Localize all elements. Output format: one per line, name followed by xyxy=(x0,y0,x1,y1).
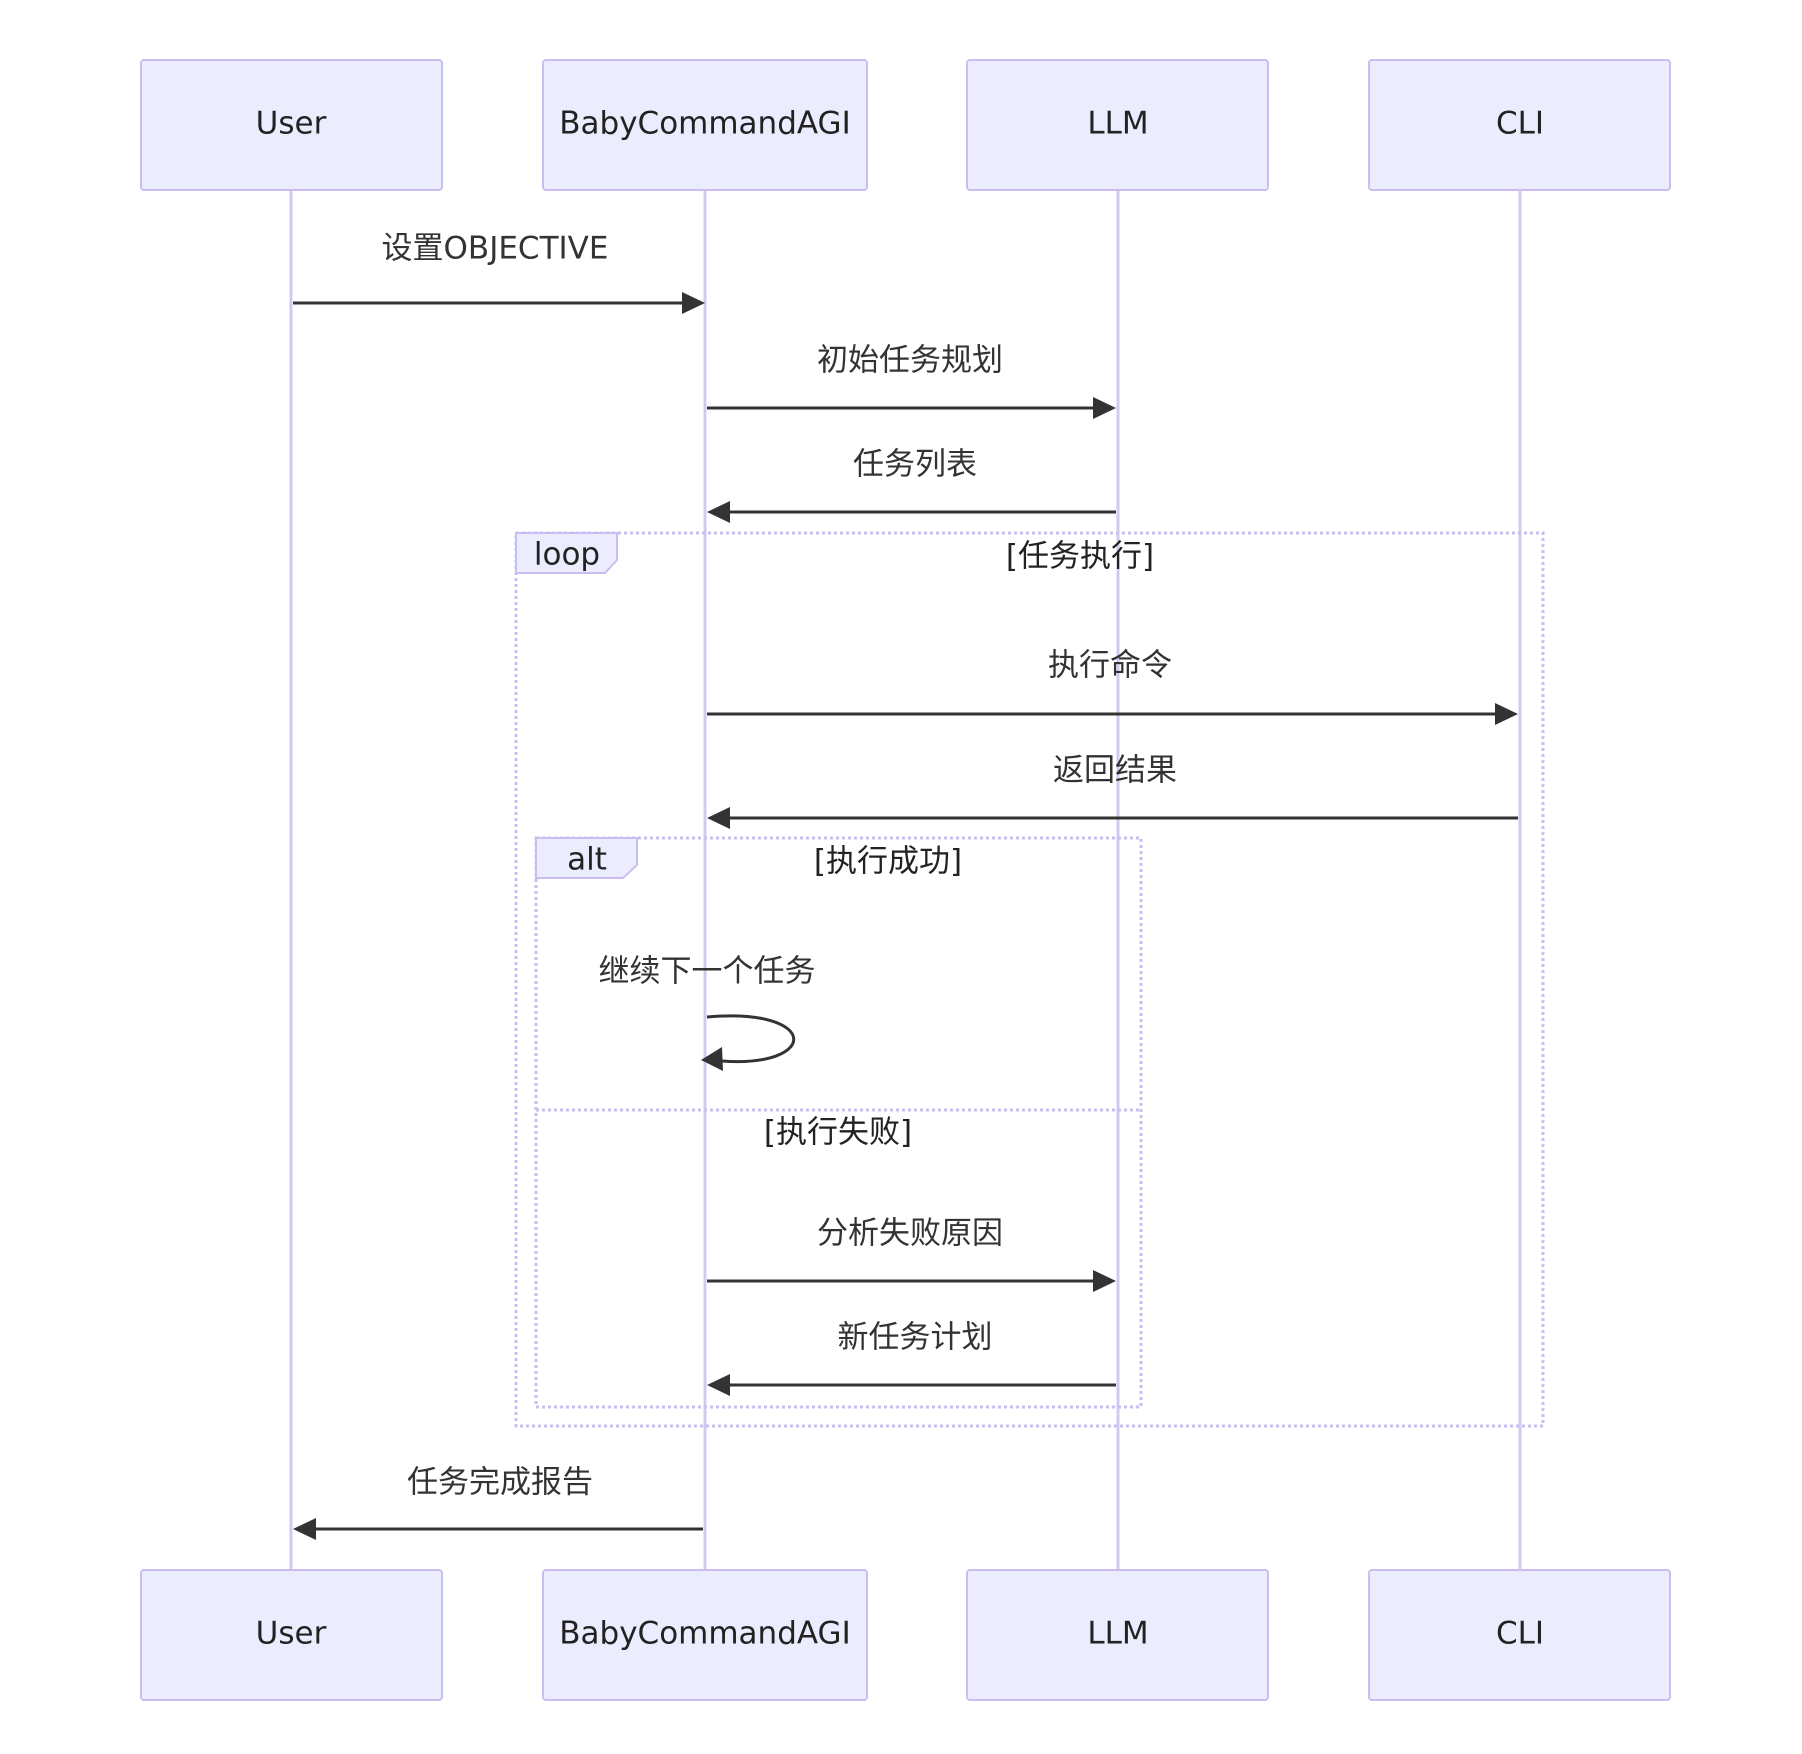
message-label: 新任务计划 xyxy=(838,1320,993,1356)
loop-tag-label: loop xyxy=(534,537,600,573)
arrowhead xyxy=(707,1374,730,1396)
participant-label: User xyxy=(256,106,327,142)
alt-tag-label: alt xyxy=(567,842,607,878)
arrowhead xyxy=(1093,397,1116,419)
participant-user-top: User xyxy=(140,59,443,191)
arrowhead xyxy=(707,501,730,523)
participant-cli-bottom: CLI xyxy=(1368,1569,1671,1701)
participant-label: BabyCommandAGI xyxy=(559,106,850,142)
participant-label: LLM xyxy=(1087,1616,1148,1652)
loop-frame: loop [任务执行] xyxy=(514,531,1545,1428)
message-label: 设置OBJECTIVE xyxy=(382,231,609,267)
loop-condition: [任务执行] xyxy=(1006,539,1154,575)
participant-llm-bottom: LLM xyxy=(966,1569,1269,1701)
message-new-task-plan: 新任务计划 xyxy=(707,1320,1116,1396)
arrowhead xyxy=(707,807,730,829)
participant-label: BabyCommandAGI xyxy=(559,1616,850,1652)
message-continue-next-task: 继续下一个任务 xyxy=(599,954,816,1071)
participant-babycommandagi-top: BabyCommandAGI xyxy=(542,59,868,191)
participant-llm-top: LLM xyxy=(966,59,1269,191)
alt-else-condition: [执行失败] xyxy=(764,1115,912,1151)
message-task-complete-report: 任务完成报告 xyxy=(293,1465,703,1540)
message-initial-planning: 初始任务规划 xyxy=(707,343,1116,419)
alt-frame: alt [执行成功] [执行失败] xyxy=(534,836,1143,1409)
message-set-objective: 设置OBJECTIVE xyxy=(293,231,705,314)
arrowhead xyxy=(701,1047,723,1071)
participant-label: CLI xyxy=(1496,1616,1544,1652)
message-label: 执行命令 xyxy=(1048,648,1172,684)
participant-babycommandagi-bottom: BabyCommandAGI xyxy=(542,1569,868,1701)
participant-label: CLI xyxy=(1496,106,1544,142)
arrowhead xyxy=(682,292,705,314)
arrowhead xyxy=(293,1518,316,1540)
participant-label: User xyxy=(256,1616,327,1652)
message-label: 任务列表 xyxy=(853,447,977,483)
message-label: 继续下一个任务 xyxy=(599,954,816,990)
alt-tag-box xyxy=(535,837,638,879)
message-analyze-failure: 分析失败原因 xyxy=(707,1216,1116,1292)
arrowhead xyxy=(1495,703,1518,725)
message-label: 返回结果 xyxy=(1053,753,1177,789)
loop-tag-box xyxy=(515,532,618,574)
arrowhead xyxy=(1093,1270,1116,1292)
participant-cli-top: CLI xyxy=(1368,59,1671,191)
participant-user-bottom: User xyxy=(140,1569,443,1701)
message-return-result: 返回结果 xyxy=(707,753,1518,829)
message-execute-command: 执行命令 xyxy=(707,648,1518,725)
message-task-list: 任务列表 xyxy=(707,447,1116,523)
alt-condition: [执行成功] xyxy=(814,844,962,880)
message-label: 任务完成报告 xyxy=(407,1465,593,1501)
participant-label: LLM xyxy=(1087,106,1148,142)
message-label: 分析失败原因 xyxy=(817,1216,1003,1252)
message-label: 初始任务规划 xyxy=(817,343,1003,379)
